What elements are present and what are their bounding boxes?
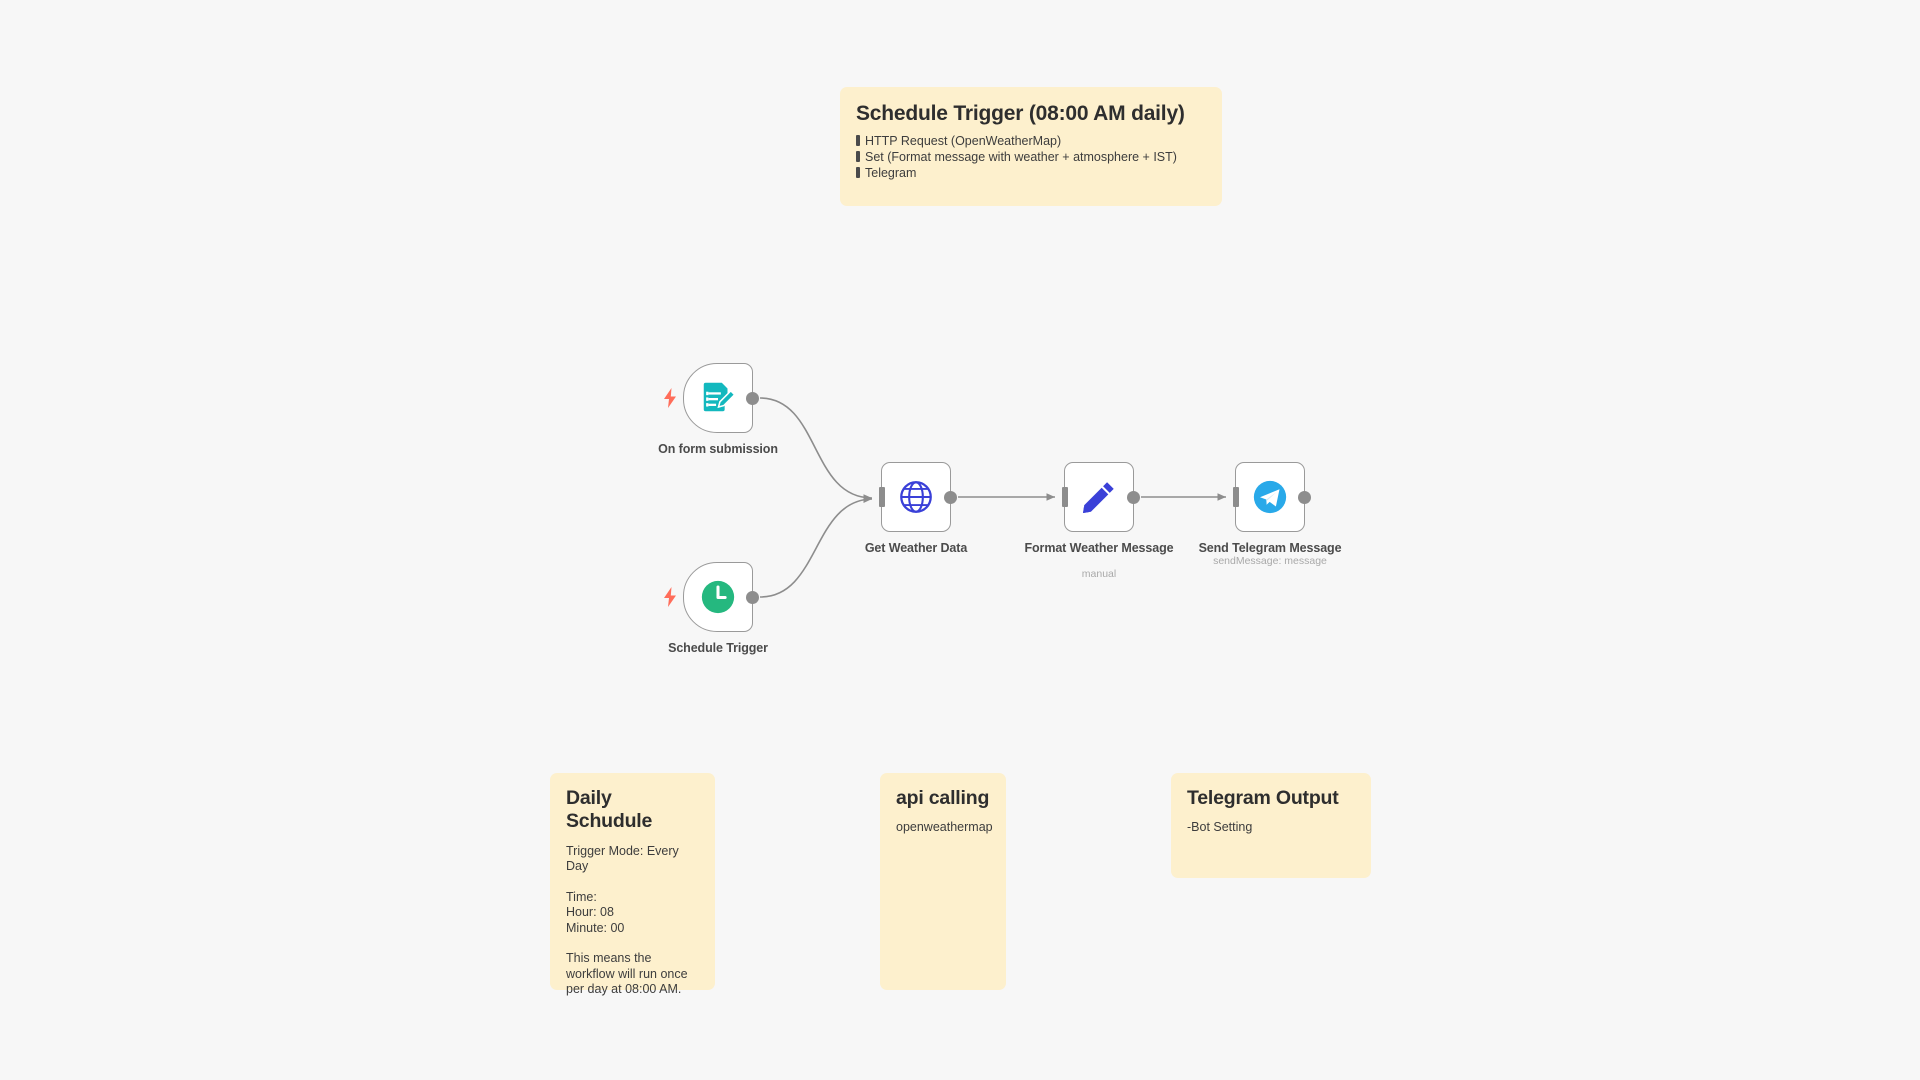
- form-pencil-icon: [703, 382, 736, 412]
- sticky-note-line: Trigger Mode: Every Day: [566, 843, 683, 874]
- bullet-bar-icon: [856, 135, 860, 147]
- node-input-port[interactable]: [1062, 487, 1068, 507]
- sticky-note-spacer: [566, 936, 699, 951]
- sticky-bullet-text: Telegram: [865, 166, 917, 181]
- sticky-note-main-title: Schedule Trigger (08:00 AM daily): [856, 102, 1185, 125]
- clock-icon: [701, 580, 735, 614]
- sticky-note-line: -Bot Setting: [1187, 820, 1253, 835]
- node-sublabel-format-weather-message: manual: [1081, 568, 1117, 580]
- sticky-bullet-row: Telegram: [856, 165, 1206, 181]
- node-get-weather-data[interactable]: Get Weather Data: [865, 462, 967, 555]
- node-label-get-weather-data: Get Weather Data: [864, 541, 968, 555]
- sticky-note-telegram-output-title: Telegram Output: [1187, 787, 1339, 809]
- node-input-port[interactable]: [879, 487, 885, 507]
- globe-icon: [900, 481, 932, 513]
- node-label-send-telegram-message: Send Telegram Message: [1198, 541, 1342, 555]
- node-label-format-weather-message: Format Weather Message: [1024, 541, 1174, 555]
- bullet-bar-icon: [856, 151, 860, 163]
- sticky-note-api-calling-title: api calling: [896, 787, 990, 809]
- node-output-port[interactable]: [1298, 490, 1311, 504]
- sticky-note-telegram-output[interactable]: Telegram Output -Bot Setting: [1171, 773, 1371, 878]
- sticky-bullet-row: Set (Format message with weather + atmos…: [856, 149, 1206, 165]
- sticky-note-line: Minute: 00: [566, 920, 625, 935]
- sticky-note-main-bullets: HTTP Request (OpenWeatherMap) Set (Forma…: [856, 133, 1206, 181]
- node-output-port[interactable]: [746, 391, 759, 405]
- node-output-port[interactable]: [746, 590, 759, 604]
- node-input-port[interactable]: [1233, 487, 1239, 507]
- pencil-icon: [1083, 482, 1114, 513]
- node-output-port[interactable]: [944, 490, 957, 504]
- node-label-schedule-trigger: Schedule Trigger: [668, 641, 768, 655]
- node-format-weather-message[interactable]: Format Weather Message manual: [1024, 462, 1174, 580]
- sticky-note-daily-schedule[interactable]: Daily Schudule Trigger Mode: Every Day T…: [550, 773, 715, 996]
- node-output-port[interactable]: [1127, 490, 1140, 504]
- node-send-telegram-message[interactable]: Send Telegram Message sendMessage: messa…: [1199, 462, 1342, 567]
- sticky-note-spacer: [566, 875, 699, 890]
- telegram-icon: [1253, 480, 1287, 514]
- node-label-on-form-submission: On form submission: [658, 442, 778, 456]
- trigger-bolt-icon: [664, 388, 676, 408]
- sticky-bullet-row: HTTP Request (OpenWeatherMap): [856, 133, 1206, 149]
- node-on-form-submission[interactable]: On form submission: [658, 363, 778, 456]
- bullet-bar-icon: [856, 167, 860, 179]
- sticky-note-main[interactable]: Schedule Trigger (08:00 AM daily) HTTP R…: [840, 87, 1222, 206]
- sticky-note-line: Hour: 08: [566, 905, 614, 920]
- node-schedule-trigger[interactable]: Schedule Trigger: [664, 562, 768, 655]
- sticky-bullet-text: Set (Format message with weather + atmos…: [865, 150, 1177, 165]
- sticky-bullet-text: HTTP Request (OpenWeatherMap): [865, 134, 1062, 149]
- sticky-note-daily-schedule-title: Daily Schudule: [566, 787, 653, 833]
- sticky-note-line: This means the workflow will run once pe…: [566, 951, 692, 997]
- sticky-note-line: Time:: [566, 889, 597, 904]
- node-sublabel-send-telegram-message: sendMessage: message: [1213, 555, 1327, 567]
- trigger-bolt-icon: [664, 587, 676, 607]
- sticky-note-api-calling[interactable]: api calling openweathermap: [880, 773, 1006, 990]
- sticky-note-line: openweathermap: [896, 820, 993, 835]
